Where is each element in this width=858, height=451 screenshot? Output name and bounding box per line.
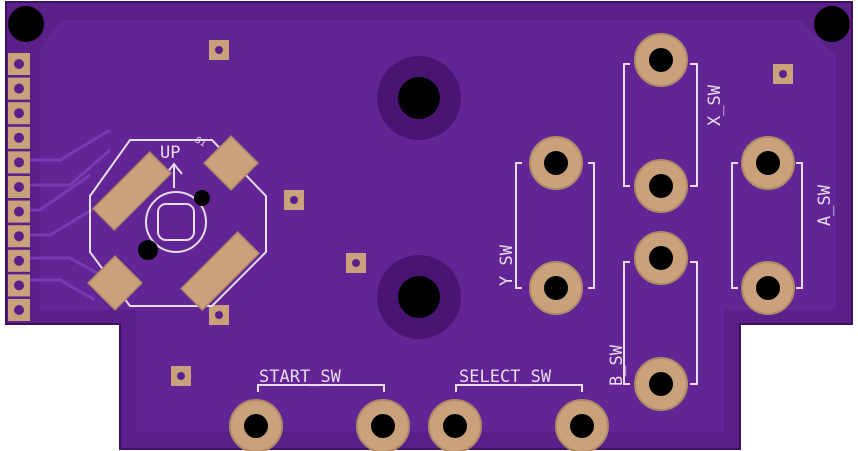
button-pad-hole [756, 151, 780, 175]
dpad-hole [138, 240, 158, 260]
button-pad-hole [649, 48, 673, 72]
dpad-footprint: UP S1 [87, 135, 267, 311]
mounting-hole-center-bottom [398, 276, 440, 318]
mounting-hole-center-top [398, 77, 440, 119]
button-pad-hole [443, 414, 467, 438]
x-sw-label: X_SW [705, 84, 725, 126]
button-pad-hole [756, 276, 780, 300]
dpad-pad [87, 255, 143, 311]
select-sw-label: SELECT_SW [459, 367, 552, 387]
button-pad-hole [649, 246, 673, 270]
button-pad-hole [649, 372, 673, 396]
dpad-s1-label: S1 [193, 135, 207, 149]
mounting-hole-top-right [814, 6, 850, 42]
dpad-hole [194, 190, 210, 206]
header-pins [8, 53, 30, 321]
dpad-pad [180, 231, 260, 311]
button-pads [229, 33, 795, 451]
button-pad-hole [570, 414, 594, 438]
copper-pour [40, 20, 836, 432]
button-pad-hole [544, 151, 568, 175]
dpad-pad [92, 151, 172, 231]
button-pad-hole [244, 414, 268, 438]
button-pad-hole [544, 276, 568, 300]
button-outlines [257, 63, 803, 392]
start-sw-label: START_SW [259, 367, 342, 387]
b-sw-label: B_SW [607, 344, 627, 386]
a-sw-label: A_SW [815, 184, 835, 226]
button-pad-hole [649, 174, 673, 198]
dpad-pad [203, 135, 259, 191]
button-pad-hole [371, 414, 395, 438]
mounting-hole-top-left [8, 6, 44, 42]
y-sw-label: Y_SW [497, 244, 517, 286]
dpad-up-label: UP [160, 143, 180, 163]
